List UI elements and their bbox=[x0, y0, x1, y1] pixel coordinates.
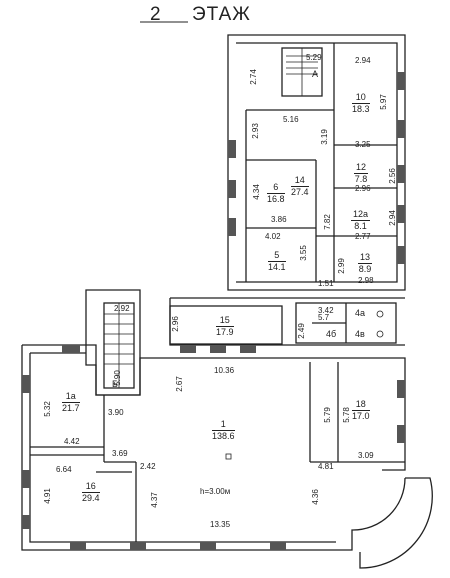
dim-5-78: 5.78 bbox=[341, 407, 351, 423]
dim-5-32: 5.32 bbox=[42, 401, 52, 417]
stair-b-label: Б bbox=[112, 379, 118, 389]
dim-2-94: 2.94 bbox=[387, 210, 397, 226]
dim-2-42: 2.42 bbox=[140, 462, 156, 471]
dim-13-35: 13.35 bbox=[210, 520, 231, 529]
dim-2-77: 2.77 bbox=[355, 232, 371, 241]
dim-7-82: 7.82 bbox=[322, 214, 332, 230]
dim-2-98: 2.98 bbox=[358, 276, 374, 285]
dim-3-90: 3.90 bbox=[108, 408, 124, 417]
dim-2-96: 2.96 bbox=[355, 184, 371, 193]
dim-1-51: 1.51 bbox=[318, 279, 334, 288]
wc-area-label: 5.7 bbox=[318, 313, 330, 322]
dim-4-81: 4.81 bbox=[318, 462, 334, 471]
dim-3-42: 3.42 bbox=[318, 306, 334, 315]
dim-2-56: 2.56 bbox=[387, 168, 397, 184]
dim-10-36: 10.36 bbox=[214, 366, 235, 375]
dim-2-93: 2.93 bbox=[250, 123, 260, 139]
dim-2-94-top: 2.94 bbox=[355, 56, 371, 65]
dim-5-97: 5.97 bbox=[378, 94, 388, 110]
dim-4-36: 4.36 bbox=[310, 489, 320, 505]
dim-4-34: 4.34 bbox=[251, 184, 261, 200]
wc-4v-label: 4б bbox=[326, 329, 337, 339]
wc-4a-label: 4а bbox=[355, 308, 366, 318]
dim-5-90: 5.90 bbox=[112, 370, 122, 386]
dim-3-55: 3.55 bbox=[298, 245, 308, 261]
wc-4b-label: 4в bbox=[355, 329, 365, 339]
dim-3-19: 3.19 bbox=[319, 129, 329, 145]
dim-3-86: 3.86 bbox=[271, 215, 287, 224]
dim-5-16: 5.16 bbox=[283, 115, 299, 124]
dim-2-92: 2.92 bbox=[114, 304, 130, 313]
stair-a-label: А bbox=[312, 69, 319, 79]
ceiling-height-note: h=3.00м bbox=[200, 487, 231, 496]
dim-2-96-b: 2.96 bbox=[170, 316, 180, 332]
dim-2-49: 2.49 bbox=[296, 323, 306, 339]
dim-4-02: 4.02 bbox=[265, 232, 281, 241]
dim-5-29: 5.29 bbox=[306, 53, 322, 62]
dim-3-25: 3.25 bbox=[355, 140, 371, 149]
dim-4-37: 4.37 bbox=[149, 492, 159, 508]
dim-3-69: 3.69 bbox=[112, 449, 128, 458]
dim-6-64: 6.64 bbox=[56, 465, 72, 474]
dim-2-74: 2.74 bbox=[248, 69, 258, 85]
dim-2-67: 2.67 bbox=[174, 376, 184, 392]
dim-2-99: 2.99 bbox=[336, 258, 346, 274]
dim-3-09: 3.09 bbox=[358, 451, 374, 460]
floor-number: 2 bbox=[150, 4, 162, 25]
dim-4-42: 4.42 bbox=[64, 437, 80, 446]
dim-4-91: 4.91 bbox=[42, 488, 52, 504]
dim-5-79: 5.79 bbox=[322, 407, 332, 423]
floor-word: ЭТАЖ bbox=[192, 4, 251, 25]
